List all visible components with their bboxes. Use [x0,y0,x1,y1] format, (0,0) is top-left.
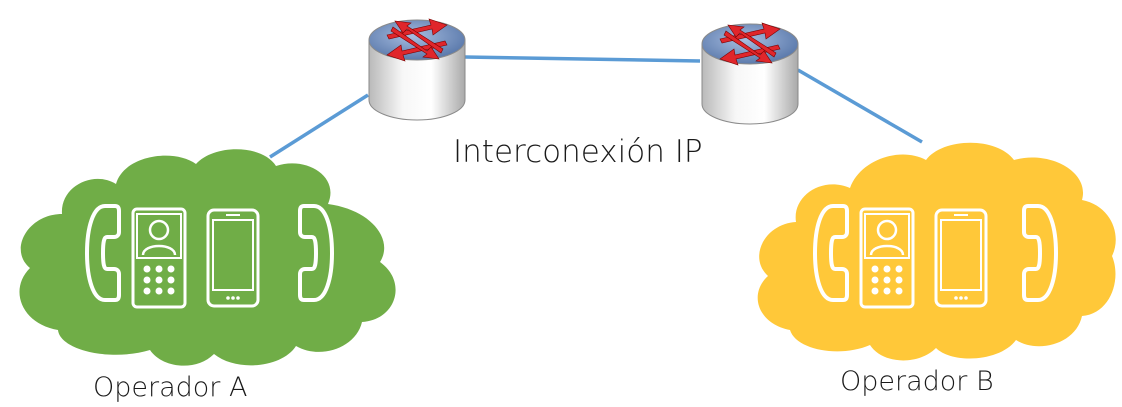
link-router-a-to-cloud-a [269,93,369,159]
link-lines [269,55,923,159]
router-icon-a [368,18,466,121]
router-icon-b [701,22,799,125]
link-router-a-to-router-b [464,55,701,63]
cloud-operator-a [19,149,396,366]
interconnect-label: Interconexión IP [453,134,703,170]
operator-b-label: Operador B [840,366,994,397]
cloud-operator-b [757,142,1116,361]
operator-a-label: Operador A [93,372,248,403]
link-router-b-to-cloud-b [797,68,923,144]
